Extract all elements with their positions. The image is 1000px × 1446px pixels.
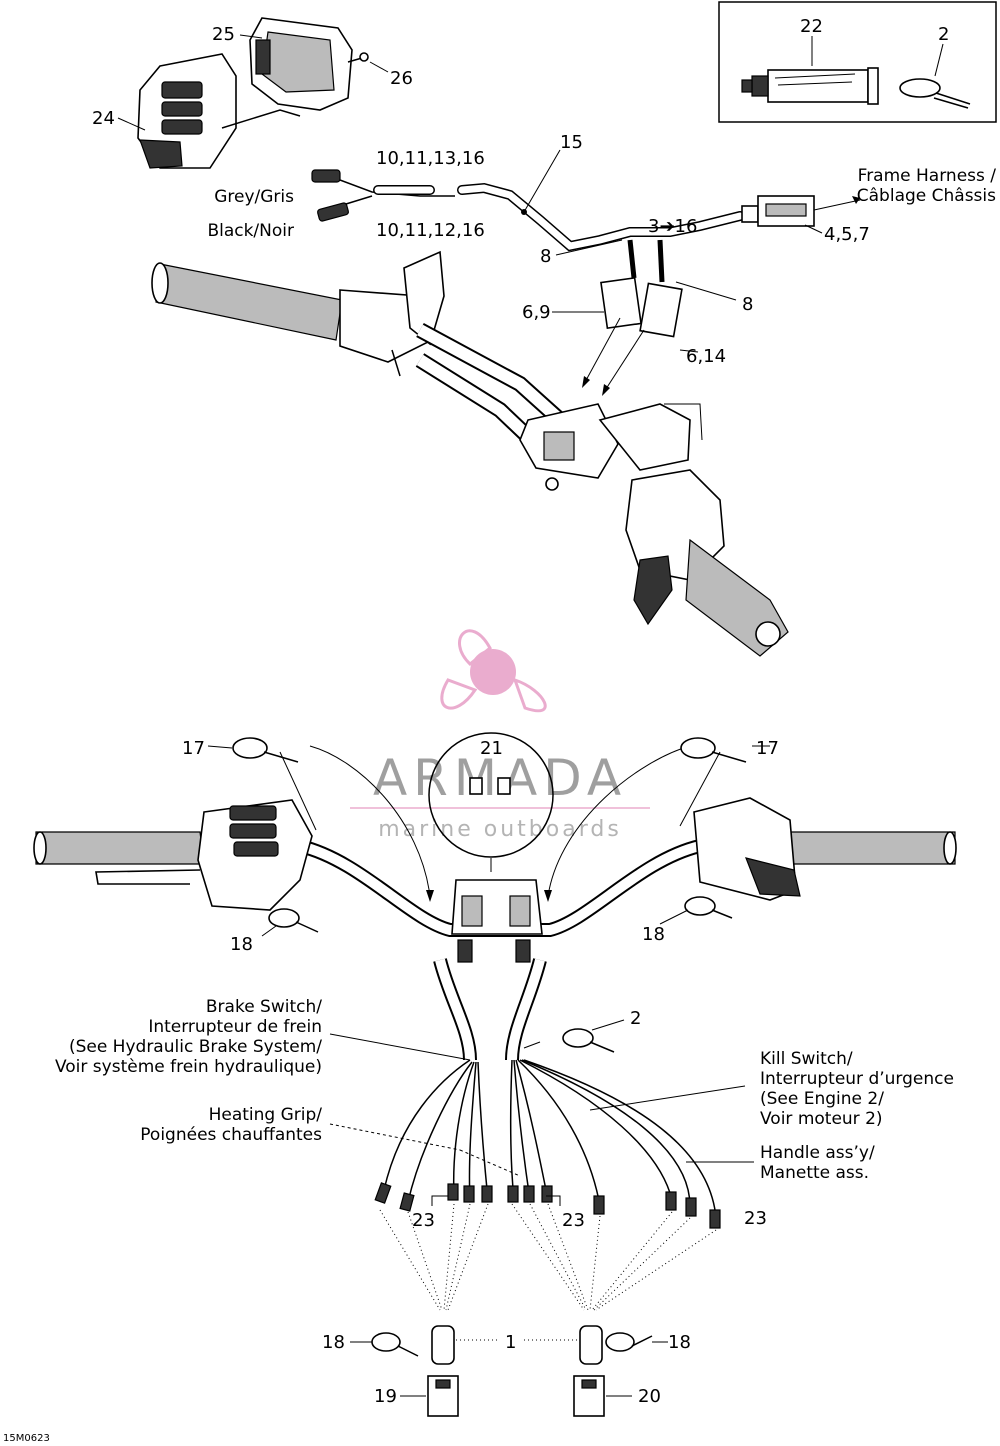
- callout-2-mid: 2: [630, 1008, 641, 1029]
- callout-23-left: 23: [412, 1210, 435, 1231]
- watermark-brand: ARMADA: [373, 749, 627, 807]
- callout-6-14: 6,14: [686, 346, 726, 367]
- callout-19: 19: [374, 1386, 397, 1407]
- label-brake-switch-4: Voir système frein hydraulique): [55, 1057, 322, 1077]
- label-brake-switch-1: Brake Switch/: [206, 997, 322, 1017]
- cable-tie-kit: [899, 78, 971, 109]
- callout-25: 25: [212, 24, 235, 45]
- label-brake-switch-2: Interrupteur de frein: [148, 1017, 322, 1037]
- upper-harness: [311, 149, 861, 396]
- watermark-tagline: marine outboards: [378, 817, 622, 842]
- callout-24: 24: [92, 108, 115, 129]
- propeller-logo: [440, 629, 547, 713]
- label-kill-switch-2: Interrupteur d’urgence: [760, 1069, 954, 1089]
- switch-housing-assembly: [117, 17, 389, 169]
- label-brake-switch-3: (See Hydraulic Brake System/: [69, 1037, 322, 1057]
- adhesive-tube: [741, 67, 879, 105]
- figure-code: 15M0623: [3, 1433, 50, 1444]
- callout-17-left: 17: [182, 738, 205, 759]
- callout-17-right: 17: [756, 738, 779, 759]
- label-kill-switch-3: (See Engine 2/: [760, 1089, 884, 1109]
- callout-26: 26: [390, 68, 413, 89]
- label-handle-assy-2: Manette ass.: [760, 1163, 869, 1183]
- callout-3-to-16: 3➔16: [648, 216, 697, 237]
- callout-6-9: 6,9: [522, 302, 551, 323]
- callout-23-right: 23: [744, 1208, 767, 1229]
- bottom-parts: [350, 1325, 668, 1417]
- front-handlebar: [33, 732, 957, 1053]
- callout-15: 15: [560, 132, 583, 153]
- callout-2-kit: 2: [938, 24, 949, 45]
- callout-21: 21: [480, 738, 503, 759]
- callout-4-5-7: 4,5,7: [824, 224, 870, 245]
- label-kill-switch-4: Voir moteur 2): [760, 1109, 883, 1129]
- text-labels: Grey/Gris Black/Noir Frame Harness / Câb…: [3, 166, 996, 1444]
- label-frame-harness-1: Frame Harness /: [858, 166, 997, 186]
- callout-23-mid: 23: [562, 1210, 585, 1231]
- label-frame-harness-2: Câblage Châssis: [857, 186, 996, 206]
- callout-18-bottom-right: 18: [668, 1332, 691, 1353]
- callout-10-11-13-16: 10,11,13,16: [376, 148, 485, 169]
- callout-8-right: 8: [742, 294, 753, 315]
- callout-numbers: 25 26 24 22 2 15 10,11,13,16 10,11,12,16…: [92, 16, 949, 1407]
- callout-20: 20: [638, 1386, 661, 1407]
- callout-10-11-12-16: 10,11,12,16: [376, 220, 485, 241]
- callout-18-left-top: 18: [230, 934, 253, 955]
- label-heating-grip-2: Poignées chauffantes: [140, 1125, 322, 1145]
- assembly-dotted-lines: [379, 1203, 717, 1341]
- callout-8-left: 8: [540, 246, 551, 267]
- label-handle-assy-1: Handle ass’y/: [760, 1143, 875, 1163]
- label-kill-switch-1: Kill Switch/: [760, 1049, 853, 1069]
- kit-box: [718, 1, 997, 123]
- label-heating-grip-1: Heating Grip/: [209, 1105, 323, 1125]
- handlebar-wires: [329, 958, 754, 1229]
- label-black-wire: Black/Noir: [207, 221, 294, 241]
- handlebar-assembly: [151, 250, 789, 657]
- watermark: ARMADA marine outboards: [350, 629, 650, 842]
- label-grey-wire: Grey/Gris: [214, 187, 294, 207]
- callout-1: 1: [505, 1332, 516, 1353]
- callout-18-bottom-left: 18: [322, 1332, 345, 1353]
- callout-22: 22: [800, 16, 823, 37]
- callout-18-right-top: 18: [642, 924, 665, 945]
